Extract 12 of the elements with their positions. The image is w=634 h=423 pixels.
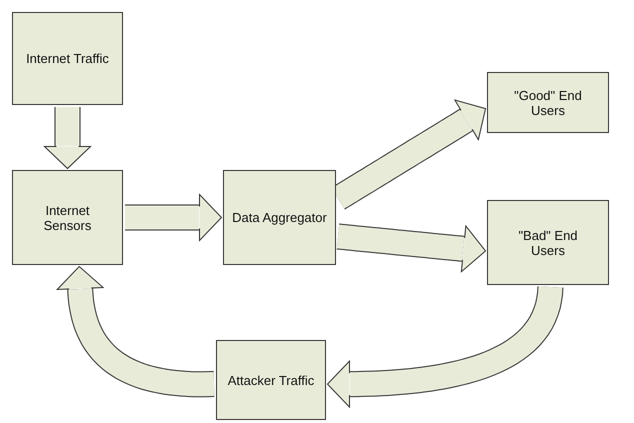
process-box xyxy=(12,12,123,105)
box-label: Data Aggregator xyxy=(232,210,327,225)
box-label: Internet Sensors xyxy=(42,202,92,232)
process-box xyxy=(216,340,326,420)
box-label: "Bad" End Users xyxy=(518,228,578,258)
process-box xyxy=(487,72,609,133)
process-box xyxy=(223,170,336,265)
box-label: Attacker Traffic xyxy=(228,372,314,388)
box-label: Internet Traffic xyxy=(26,51,109,66)
process-box xyxy=(487,200,609,285)
process-box xyxy=(12,170,123,265)
box-label: "Good" End Users xyxy=(513,88,583,118)
